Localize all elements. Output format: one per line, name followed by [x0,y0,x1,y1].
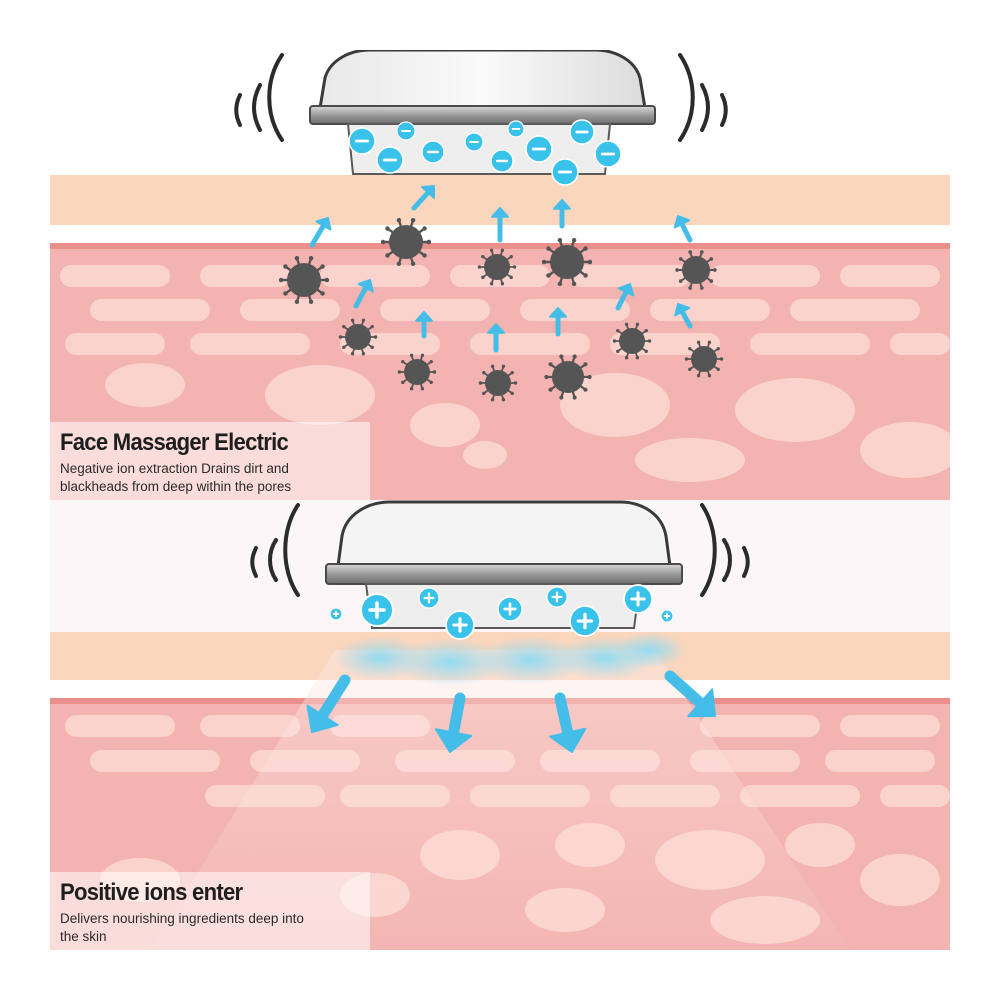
positive-ion-icon [497,596,523,622]
positive-ion-icon [546,586,568,608]
negative-ion-icon [569,119,595,145]
dirt-particle-icon [278,255,330,305]
dirt-particle-icon [541,237,593,287]
dirt-particle-icon [478,364,518,402]
negative-ion-icon [525,135,553,163]
negative-ions [348,119,622,186]
dirt-particle-icon [380,217,432,267]
panel-title: Positive ions enter [60,879,243,906]
skin-tissue-edge [50,243,950,249]
dirt-particle-icon [477,248,517,286]
caption-box: Face Massager Electric Negative ion extr… [50,422,370,500]
vibration-lines-icon [250,503,750,597]
positive-ions [329,584,674,640]
arrow-icon [487,323,505,353]
dirt-particle-icon [684,340,724,378]
device-head [336,500,672,568]
arrow-icon [549,307,567,337]
positive-ion-icon [418,587,440,609]
dirt-particle-icon [675,250,717,290]
caption-box: Positive ions enter Delivers nourishing … [50,872,370,950]
upward-arrows [309,185,693,353]
arrow-icon [415,311,433,339]
tissue-cells [60,265,950,482]
negative-ion-icon [376,146,404,174]
negative-ion-icon [421,140,445,164]
arrow-icon [674,303,693,329]
positive-ion-icon [569,605,601,637]
arrow-icon [306,674,351,733]
arrow-icon [664,670,716,718]
positive-ion-panel: Positive ions enter Delivers nourishing … [50,500,950,950]
arrow-icon [553,199,571,229]
positive-ion-icon [623,584,653,614]
dirt-particle-icon [612,322,652,360]
positive-ion-icon [329,607,343,621]
negative-ion-panel: Face Massager Electric Negative ion extr… [50,50,950,500]
negative-ion-icon [594,140,622,168]
negative-ion-icon [464,132,484,152]
arrow-icon [491,207,509,243]
positive-ion-icon [360,593,394,627]
downward-arrows [306,670,716,753]
arrow-icon [411,185,435,211]
negative-ion-icon [396,121,416,141]
arrow-icon [309,217,332,248]
dirt-particle-icon [338,318,378,356]
dirt-particle-icon [397,353,437,391]
arrow-icon [673,215,693,243]
device-plate [325,563,683,585]
arrow-icon [434,692,473,753]
panel-description: Negative ion extraction Drains dirt and … [60,461,292,494]
arrow-icon [549,692,587,753]
arrow-icon [615,283,635,311]
negative-ion-icon [551,158,579,186]
dirt-particles [278,217,724,402]
panel-description: Delivers nourishing ingredients deep int… [60,911,304,944]
device-head [318,50,647,110]
negative-ion-icon [507,120,525,138]
panel-title: Face Massager Electric [60,429,289,456]
ion-mist [335,632,685,686]
negative-ion-icon [490,149,514,173]
dirt-particle-icon [544,354,592,400]
negative-ion-icon [348,127,376,155]
device-plate [309,105,656,125]
vibration-lines-icon [234,53,728,142]
arrow-icon [353,279,374,309]
positive-ion-icon [445,610,475,640]
positive-ion-icon [660,609,674,623]
